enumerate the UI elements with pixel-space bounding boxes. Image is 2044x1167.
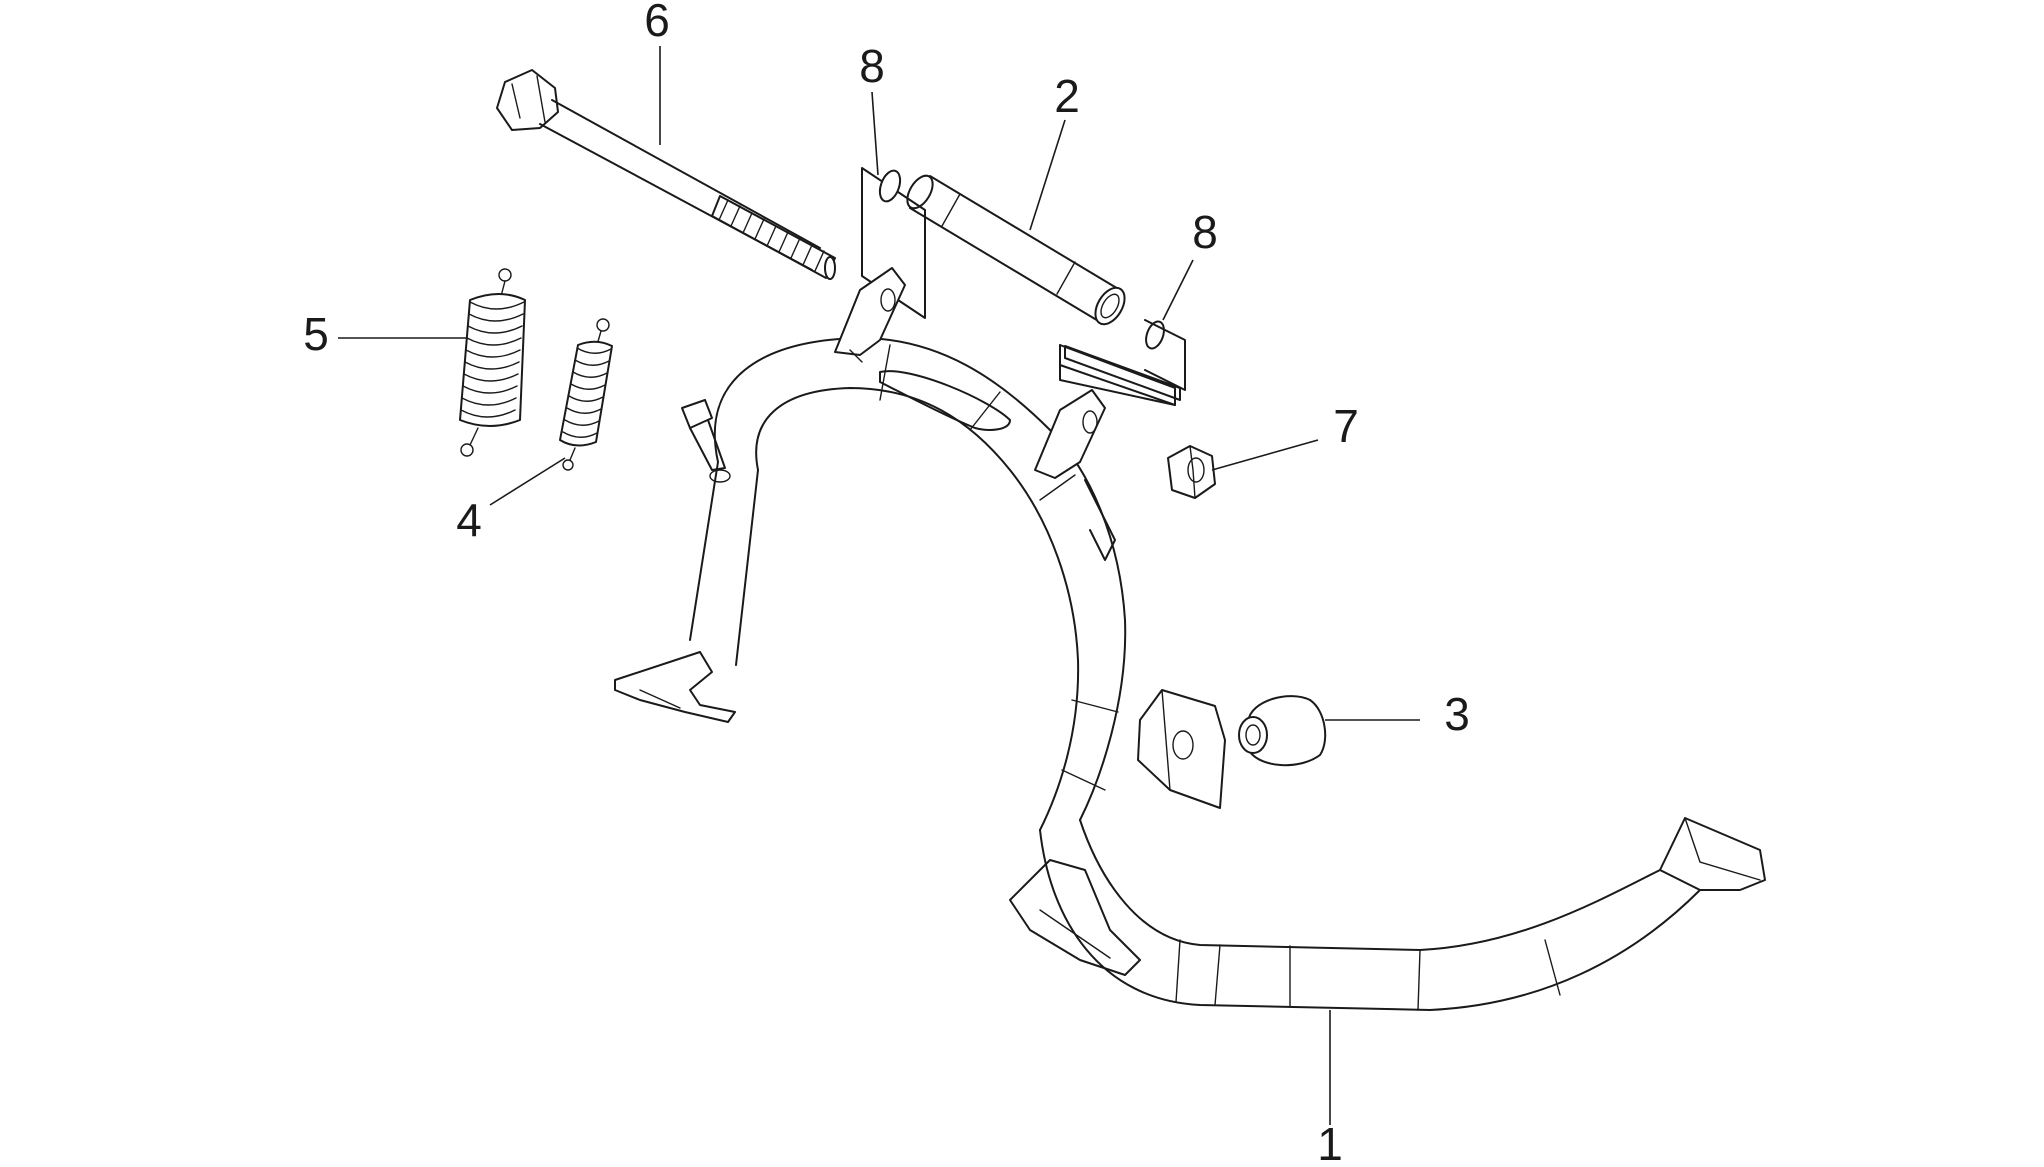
part-1-main-stand bbox=[614, 267, 1766, 1011]
leader-8a bbox=[871, 91, 879, 176]
callout-6: 6 bbox=[644, 0, 670, 46]
callout-4: 4 bbox=[456, 494, 482, 546]
callout-3: 3 bbox=[1444, 688, 1470, 740]
part-8-washer-left bbox=[861, 167, 926, 319]
part-3-rubber-bumper bbox=[1238, 695, 1327, 767]
leader-8b bbox=[1162, 259, 1194, 321]
part-4-small-spring bbox=[559, 318, 613, 471]
leader-2 bbox=[1029, 119, 1066, 231]
part-6-bolt bbox=[496, 69, 836, 280]
part-5-large-spring bbox=[459, 268, 526, 457]
leader-7 bbox=[1211, 439, 1319, 471]
callout-7: 7 bbox=[1333, 400, 1359, 452]
callout-2: 2 bbox=[1054, 70, 1080, 122]
callout-labels: 6 8 2 8 5 4 7 3 1 bbox=[303, 0, 1470, 1167]
part-2-shaft bbox=[906, 174, 1126, 326]
callout-8-lower: 8 bbox=[1192, 206, 1218, 258]
part-7-nut bbox=[1167, 445, 1216, 499]
part-8-washer-right bbox=[1059, 319, 1186, 406]
callout-1: 1 bbox=[1317, 1118, 1343, 1167]
callout-5: 5 bbox=[303, 308, 329, 360]
callout-8-upper: 8 bbox=[859, 40, 885, 92]
leader-4 bbox=[489, 457, 566, 506]
leader-lines bbox=[338, 46, 1420, 1125]
